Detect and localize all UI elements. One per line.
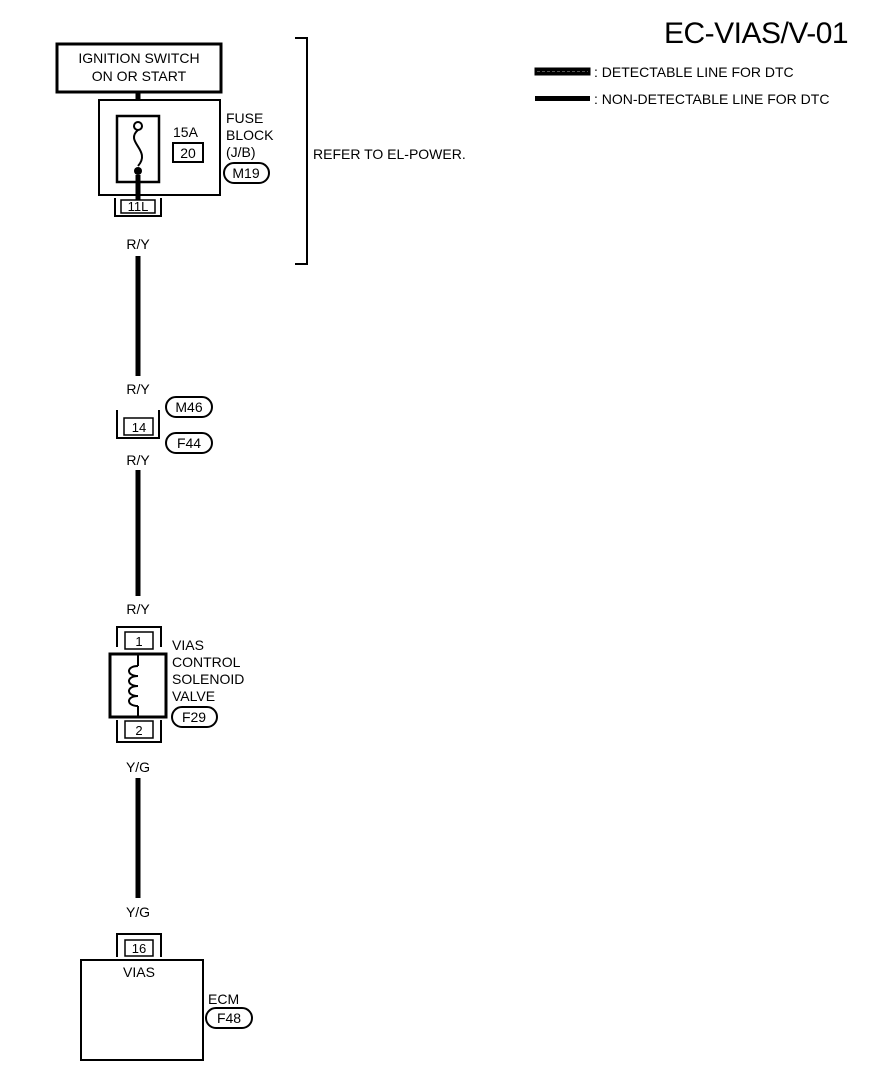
- solenoid-label-2: CONTROL: [172, 654, 241, 670]
- ecm-terminal-label: VIAS: [123, 964, 155, 980]
- wire-label-ry-2: R/Y: [126, 381, 150, 397]
- fuse-connector-badge: [223, 162, 270, 184]
- fuse-terminal-top: [133, 121, 143, 131]
- fuse-block-label-1: FUSE: [226, 110, 263, 126]
- fuse-connector-label: M19: [232, 165, 259, 181]
- fuse-terminal-bottom: [134, 167, 142, 175]
- fuse-element-icon: [132, 129, 144, 167]
- solenoid-connector-badge: [171, 706, 218, 728]
- ecm-connector-label: F48: [217, 1010, 241, 1026]
- fuse-block: 15A 20: [98, 99, 221, 200]
- joint-connector-lower-label: F44: [177, 435, 201, 451]
- solenoid-pin-bottom: 2: [135, 723, 142, 738]
- joint-connector-pin: 14: [132, 420, 146, 435]
- fuse-block-label-2: BLOCK: [226, 127, 274, 143]
- ignition-switch-label-1: IGNITION SWITCH: [78, 50, 199, 66]
- legend-non-detectable-label: : NON-DETECTABLE LINE FOR DTC: [594, 91, 829, 107]
- ecm-pin: 16: [132, 941, 146, 956]
- joint-connector: 14: [116, 410, 160, 439]
- wire-label-ry-3: R/Y: [126, 452, 150, 468]
- connector-11l: 11L: [114, 198, 162, 217]
- solenoid-label-3: SOLENOID: [172, 671, 244, 687]
- wire-label-yg-2: Y/G: [126, 904, 150, 920]
- fuse-number-box: [172, 142, 204, 163]
- vias-solenoid-valve: 1 2: [108, 626, 168, 743]
- wire-label-yg-1: Y/G: [126, 759, 150, 775]
- refer-note: REFER TO EL-POWER.: [313, 146, 466, 162]
- wire-label-ry-1: R/Y: [126, 236, 150, 252]
- fuse-block-label-3: (J/B): [226, 144, 256, 160]
- fuse-rating: 15A: [173, 124, 199, 140]
- connector-11l-pin: 11L: [128, 199, 149, 214]
- solenoid-pin-top: 1: [135, 634, 142, 649]
- fuse-number: 20: [180, 145, 196, 161]
- ignition-switch: IGNITION SWITCH ON OR START: [55, 42, 223, 94]
- wire-label-ry-4: R/Y: [126, 601, 150, 617]
- solenoid-label-4: VALVE: [172, 688, 215, 704]
- joint-connector-upper-badge: [165, 396, 213, 418]
- ecm-label: ECM: [208, 991, 239, 1007]
- joint-connector-lower-badge: [165, 432, 213, 454]
- solenoid-coil-icon: [128, 665, 139, 707]
- refer-bracket: [295, 37, 308, 265]
- legend: : DETECTABLE LINE FOR DTC : NON-DETECTAB…: [534, 64, 829, 107]
- legend-non-detectable-swatch: [535, 96, 590, 101]
- ecm: 16 VIAS: [80, 933, 204, 1061]
- joint-connector-upper-label: M46: [175, 399, 202, 415]
- solenoid-label-1: VIAS: [172, 637, 204, 653]
- legend-detectable-label: : DETECTABLE LINE FOR DTC: [594, 64, 794, 80]
- ecm-connector-badge: [205, 1007, 253, 1029]
- solenoid-connector-label: F29: [182, 709, 206, 725]
- diagram-title: EC-VIAS/V-01: [664, 17, 848, 50]
- ignition-switch-label-2: ON OR START: [92, 68, 187, 84]
